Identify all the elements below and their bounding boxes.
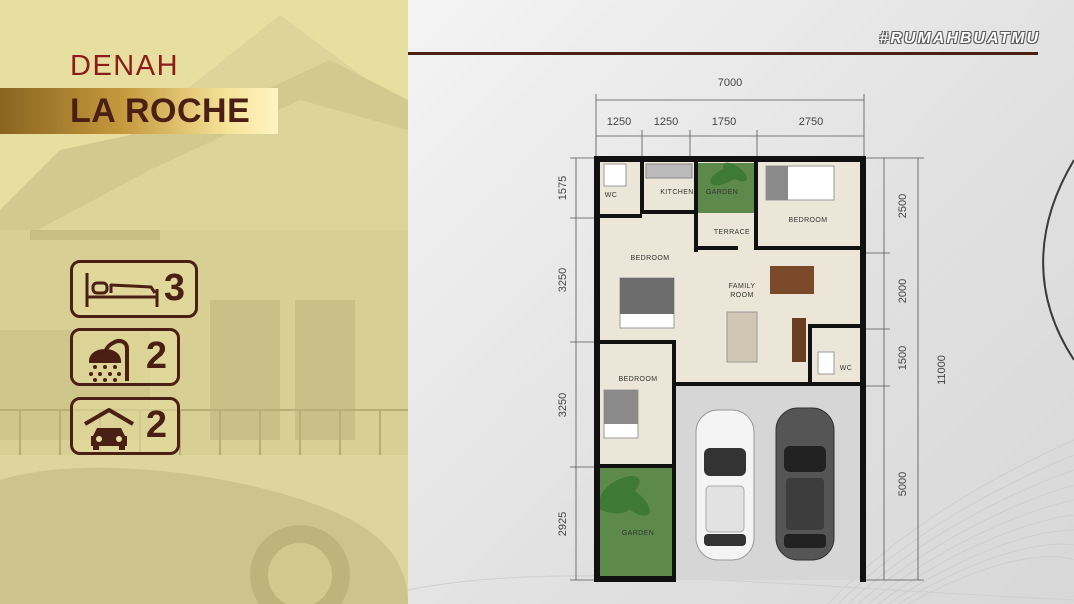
dim-top-2: 1250 bbox=[654, 116, 678, 128]
carport-count-badge: 2 bbox=[70, 397, 180, 455]
dim-right-4: 5000 bbox=[897, 472, 909, 496]
dim-left-1: 1575 bbox=[557, 176, 569, 200]
plant-top bbox=[710, 162, 747, 186]
walls bbox=[594, 156, 866, 582]
dim-top-3: 1750 bbox=[712, 116, 736, 128]
page-title: LA ROCHE bbox=[70, 92, 251, 130]
room-label-wc-right: WC bbox=[840, 365, 852, 372]
shower-icon bbox=[88, 339, 129, 382]
brand-hashtag: #RUMAHBUATMU bbox=[879, 30, 1040, 47]
room-label-garden-top: GARDEN bbox=[706, 189, 738, 196]
title-band bbox=[0, 88, 278, 134]
dim-left-3: 3250 bbox=[557, 393, 569, 417]
room-label-garden-bottom: GARDEN bbox=[622, 530, 654, 537]
bathroom-count: 2 bbox=[145, 335, 167, 377]
top-dimension-lines bbox=[595, 94, 865, 156]
dim-top-4: 2750 bbox=[799, 116, 823, 128]
dim-left-4: 2925 bbox=[557, 512, 569, 536]
room-label-room: ROOM bbox=[730, 292, 753, 299]
room-label-kitchen: KITCHEN bbox=[660, 189, 694, 196]
room-label-bedroom-left: BEDROOM bbox=[631, 255, 670, 262]
dim-top-1: 1250 bbox=[607, 116, 631, 128]
carport-count: 2 bbox=[145, 404, 167, 446]
room-label-bedroom-bottom: BEDROOM bbox=[619, 376, 658, 383]
dim-right-2: 2000 bbox=[897, 279, 909, 303]
bedroom-count-badge: 3 bbox=[70, 260, 198, 318]
floor-plan: 7000 1250 1250 1750 2750 1575 3250 3250 … bbox=[557, 77, 948, 582]
room-label-family: FAMILY bbox=[729, 283, 756, 290]
dim-right-3: 1500 bbox=[897, 346, 909, 370]
room-label-terrace: TERRACE bbox=[714, 229, 750, 236]
bedroom-count: 3 bbox=[163, 267, 185, 309]
left-dimension-lines bbox=[570, 157, 596, 581]
car-dark bbox=[775, 407, 835, 561]
car-white bbox=[695, 409, 755, 561]
room-label-bedroom-top-right: BEDROOM bbox=[789, 217, 828, 224]
bathroom-count-badge: 2 bbox=[70, 328, 180, 386]
dim-right-1: 2500 bbox=[897, 194, 909, 218]
bed-icon bbox=[85, 273, 159, 307]
dim-left-2: 3250 bbox=[557, 268, 569, 292]
right-dimension-lines bbox=[864, 157, 924, 581]
plant-bottom bbox=[594, 476, 650, 516]
header-divider bbox=[408, 52, 1038, 55]
room-label-wc-top: WC bbox=[605, 192, 617, 199]
furniture bbox=[603, 163, 835, 439]
dim-right-total: 11000 bbox=[936, 355, 948, 385]
page-subtitle: DENAH bbox=[70, 50, 180, 82]
dim-top-total: 7000 bbox=[718, 77, 742, 89]
left-panel: DENAH LA ROCHE 3 2 bbox=[0, 0, 408, 604]
carport-icon bbox=[83, 408, 135, 450]
